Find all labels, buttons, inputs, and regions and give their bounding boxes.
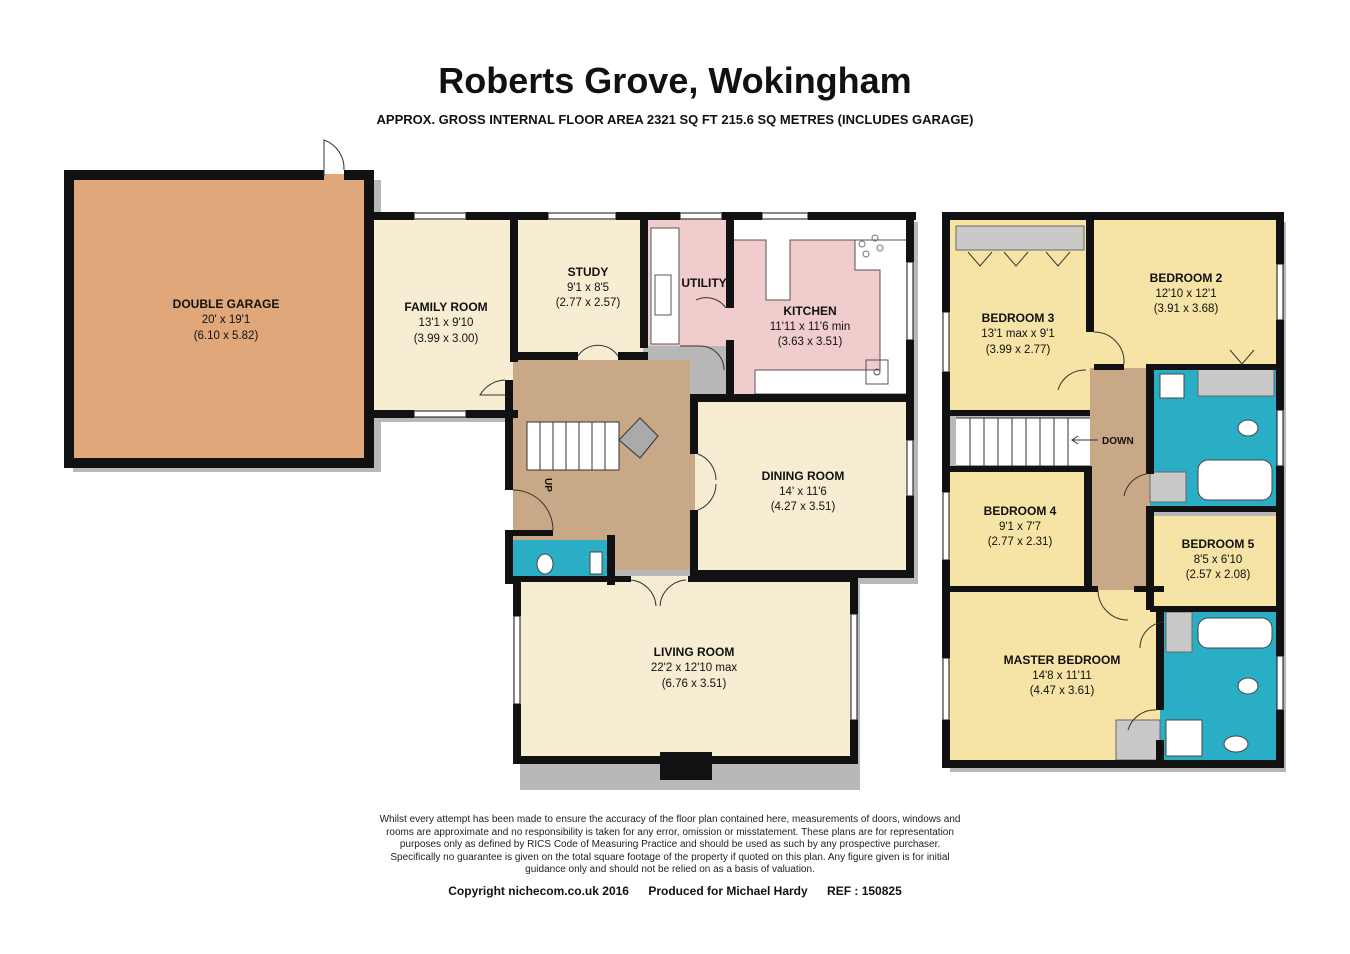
family-room-label: FAMILY ROOM 13'1 x 9'10 (3.99 x 3.00) [404, 300, 487, 345]
bedroom5-metric: (2.57 x 2.08) [1186, 569, 1251, 581]
disclaimer-line: Whilst every attempt has been made to en… [379, 814, 961, 825]
bedroom4-dims: 9'1 x 7'7 [999, 521, 1041, 533]
bathroom-fixtures [1159, 373, 1273, 757]
family-room-metric: (3.99 x 3.00) [414, 333, 479, 345]
produced-for-text: Produced for Michael Hardy [648, 884, 808, 898]
double-garage-area [67, 174, 371, 464]
living-room-area [513, 576, 853, 760]
staircase-first [956, 418, 1090, 466]
kitchen-name: KITCHEN [783, 304, 836, 318]
study-metric: (2.77 x 2.57) [556, 297, 621, 309]
study-name: STUDY [568, 265, 609, 279]
walls-first [942, 212, 1284, 768]
bedroom2-name: BEDROOM 2 [1150, 271, 1223, 285]
bedroom2-metric: (3.91 x 3.68) [1154, 303, 1219, 315]
stairs-down-label: DOWN [1102, 436, 1134, 447]
dining-room-metric: (4.27 x 3.51) [771, 501, 836, 513]
family-room-area [371, 216, 513, 414]
bedroom2-area [1090, 216, 1278, 368]
disclaimer-line: Specifically no guarantee is given on th… [390, 851, 950, 863]
master-bedroom-label: MASTER BEDROOM 14'8 x 11'11 (4.47 x 3.61… [1004, 653, 1121, 697]
doors-first [967, 251, 1255, 731]
master-bedroom-dims: 14'8 x 11'11 [1032, 670, 1092, 682]
disclaimer-line: purposes only as defined by RICS Code of… [399, 839, 941, 850]
master-bedroom-metric: (4.47 x 3.61) [1030, 685, 1095, 697]
stairs-up-label: UP [542, 478, 553, 492]
living-room-dims: 22'2 x 12'10 max [651, 662, 737, 674]
disclaimer-line: guidance only and should not be relied o… [525, 864, 815, 875]
floor-area-subtitle: APPROX. GROSS INTERNAL FLOOR AREA 2321 S… [376, 112, 974, 127]
kitchen-dims: 11'11 x 11'6 min [770, 321, 850, 333]
staircase-ground [526, 417, 659, 471]
dining-room-area [695, 402, 910, 574]
wardrobes [955, 225, 1275, 761]
utility-name: UTILITY [681, 276, 726, 290]
bedroom3-metric: (3.99 x 2.77) [986, 344, 1051, 356]
bedroom3-dims: 13'1 max x 9'1 [981, 328, 1054, 340]
landing-area [1090, 368, 1150, 590]
bedroom5-area [1150, 516, 1278, 610]
garage-dims: 20' x 19'1 [202, 314, 251, 326]
study-area [513, 216, 643, 360]
bedroom4-label: BEDROOM 4 9'1 x 7'7 (2.77 x 2.31) [984, 504, 1057, 548]
footer: Copyright nichecom.co.uk 2016 Produced f… [0, 884, 1350, 898]
kitchen-worktops [650, 215, 911, 395]
first-floor: BEDROOM 2 12'10 x 12'1 (3.91 x 3.68) BED… [942, 212, 1286, 772]
bedroom2-dims: 12'10 x 12'1 [1155, 288, 1216, 300]
living-room-metric: (6.76 x 3.51) [662, 678, 727, 690]
bedroom2-label: BEDROOM 2 12'10 x 12'1 (3.91 x 3.68) [1150, 271, 1223, 315]
bedroom4-name: BEDROOM 4 [984, 504, 1057, 518]
doors-ground [323, 139, 727, 607]
plan-title: Roberts Grove, Wokingham [438, 60, 912, 101]
reference-text: REF : 150825 [827, 884, 902, 898]
sink-icon [654, 274, 889, 385]
kitchen-label: KITCHEN 11'11 x 11'6 min (3.63 x 3.51) [770, 304, 850, 348]
kitchen-metric: (3.63 x 3.51) [778, 336, 843, 348]
ground-floor: DOUBLE GARAGE 20' x 19'1 (6.10 x 5.82) F… [64, 139, 918, 790]
garage-label: DOUBLE GARAGE 20' x 19'1 (6.10 x 5.82) [173, 297, 280, 342]
study-label: STUDY 9'1 x 8'5 (2.77 x 2.57) [556, 265, 621, 309]
family-room-dims: 13'1 x 9'10 [419, 317, 474, 329]
bedroom5-name: BEDROOM 5 [1182, 537, 1255, 551]
disclaimer: Whilst every attempt has been made to en… [320, 814, 1020, 877]
dining-room-label: DINING ROOM 14' x 11'6 (4.27 x 3.51) [762, 469, 845, 513]
living-room-name: LIVING ROOM [654, 645, 735, 659]
toilet-icon [536, 551, 603, 575]
bedroom4-area [948, 470, 1090, 590]
hob-icon [858, 234, 884, 258]
garage-name: DOUBLE GARAGE [173, 297, 280, 311]
living-room-label: LIVING ROOM 22'2 x 12'10 max (6.76 x 3.5… [651, 645, 737, 690]
study-dims: 9'1 x 8'5 [567, 282, 609, 294]
garage-metric: (6.10 x 5.82) [194, 330, 259, 342]
master-bedroom-name: MASTER BEDROOM [1004, 653, 1121, 667]
walls-ground [64, 170, 916, 780]
bedroom3-name: BEDROOM 3 [982, 311, 1055, 325]
bedroom4-metric: (2.77 x 2.31) [988, 536, 1053, 548]
windows-ground [413, 212, 914, 721]
bedroom3-label: BEDROOM 3 13'1 max x 9'1 (3.99 x 2.77) [981, 311, 1054, 356]
bedroom5-label: BEDROOM 5 8'5 x 6'10 (2.57 x 2.08) [1182, 537, 1255, 581]
disclaimer-line: rooms are approximate and no responsibil… [386, 826, 954, 838]
dining-room-name: DINING ROOM [762, 469, 845, 483]
family-room-name: FAMILY ROOM [404, 300, 487, 314]
windows-first [942, 263, 1284, 721]
dining-room-dims: 14' x 11'6 [779, 486, 827, 498]
stairs-arrow-icon [1071, 435, 1098, 445]
bedroom5-dims: 8'5 x 6'10 [1194, 554, 1243, 566]
copyright-text: Copyright nichecom.co.uk 2016 [448, 884, 629, 898]
